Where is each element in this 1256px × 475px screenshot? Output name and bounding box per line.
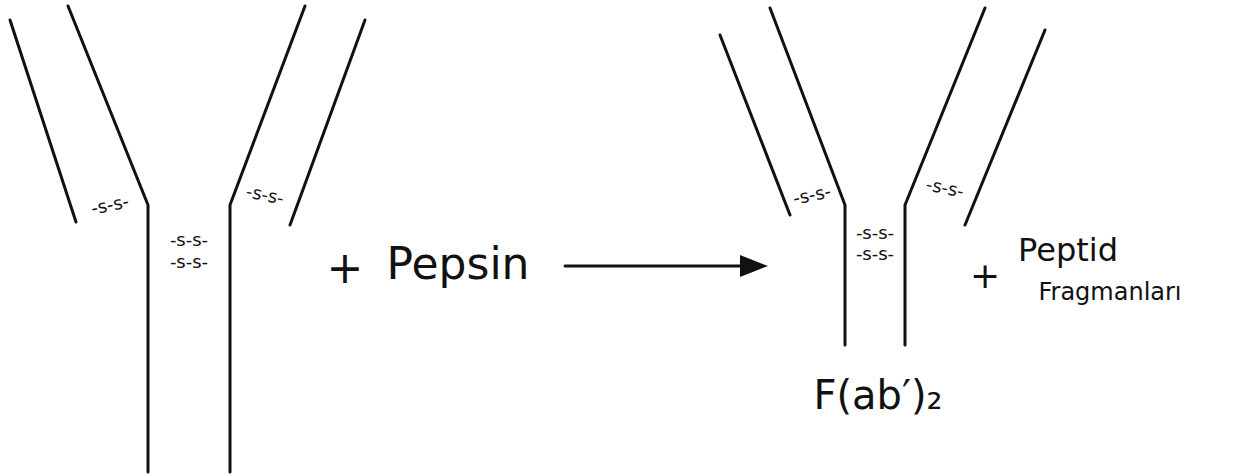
reaction-arrow	[565, 265, 745, 268]
plus-sign: +	[969, 258, 1001, 294]
disulfide-bond: -s-s-	[243, 182, 286, 208]
arrow-head	[740, 255, 768, 277]
plus-sign: +	[326, 246, 365, 290]
disulfide-bond: -s-s-	[88, 192, 131, 218]
light-chain-line	[290, 20, 365, 225]
fragment-name: F(ab′)₂	[812, 375, 943, 415]
enzyme-name: Pepsin	[386, 242, 531, 286]
heavy-chain-line	[68, 6, 148, 472]
heavy-chain-line	[905, 8, 985, 345]
light-chain-line	[965, 30, 1045, 225]
product-name: Peptid	[1017, 234, 1119, 266]
light-chain-line	[720, 35, 790, 215]
heavy-light-chain-line	[10, 20, 76, 222]
disulfide-bond: -s-s-	[855, 245, 895, 263]
heavy-chain-line	[230, 6, 305, 472]
disulfide-bond: -s-s-	[169, 231, 209, 249]
disulfide-bond: -s-s-	[169, 253, 209, 271]
disulfide-bond: -s-s-	[855, 224, 895, 242]
product-name: Fragmanları	[1037, 280, 1182, 304]
heavy-chain-line	[770, 8, 845, 345]
disulfide-bond: -s-s-	[923, 175, 966, 201]
disulfide-bond: -s-s-	[790, 182, 833, 208]
